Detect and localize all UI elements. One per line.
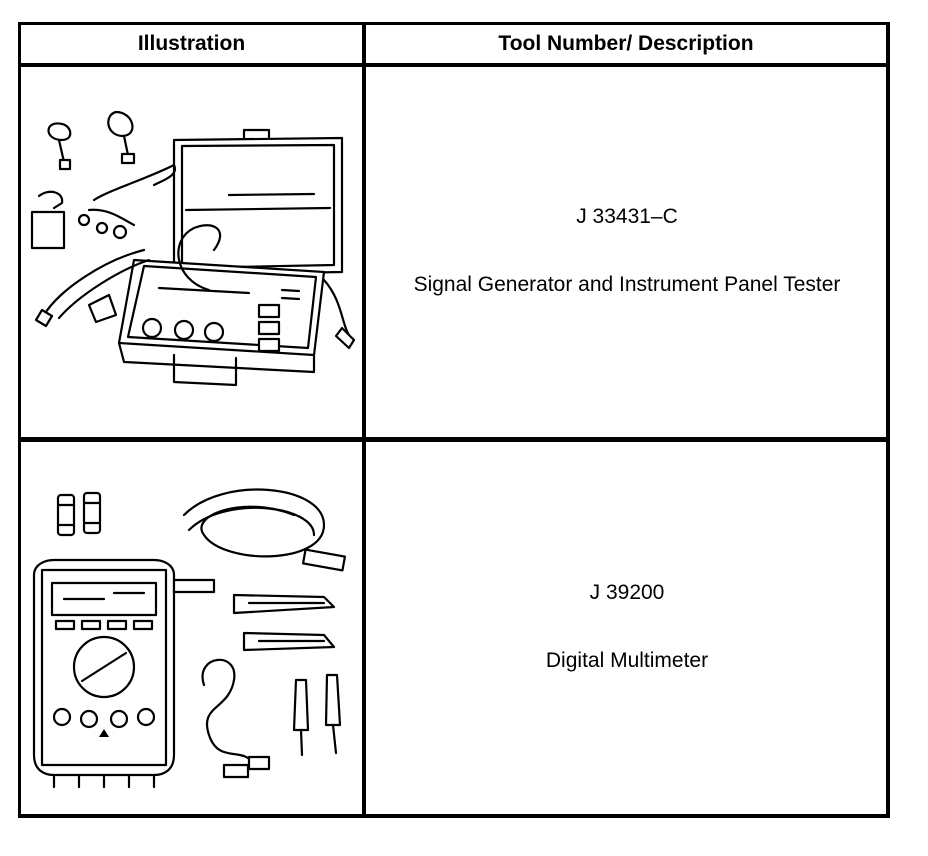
row-2-description-cell: J 39200 Digital Multimeter (366, 581, 888, 673)
header-tool-description: Tool Number/ Description (498, 32, 754, 55)
table-border-left (18, 22, 21, 818)
tool-description: Digital Multimeter (545, 649, 709, 672)
row-1-description-cell: J 33431–C Signal Generator and Instrumen… (366, 205, 888, 297)
table-border-bottom (18, 814, 890, 818)
signal-generator-illustration (24, 100, 364, 400)
tool-description: Signal Generator and Instrument Panel Te… (413, 273, 841, 296)
table-divider-header (18, 63, 890, 67)
table-border-top (18, 22, 890, 25)
table-border-right (886, 22, 890, 818)
table-divider-column (362, 22, 366, 818)
tool-number: J 33431–C (576, 205, 678, 228)
table-divider-row (18, 437, 890, 442)
tool-number: J 39200 (589, 581, 665, 604)
digital-multimeter-illustration (24, 475, 364, 795)
header-illustration: Illustration (137, 32, 246, 55)
